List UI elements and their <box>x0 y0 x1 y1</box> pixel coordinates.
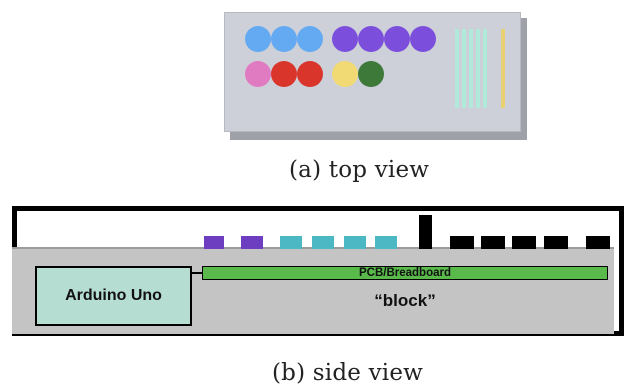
pink-button <box>245 61 271 87</box>
purple-button <box>332 26 358 52</box>
connector-wire <box>192 272 203 274</box>
green-button <box>358 61 384 87</box>
block-label: “block” <box>374 291 436 310</box>
block-area <box>204 280 606 324</box>
black-key <box>512 236 536 249</box>
purple-key <box>204 236 224 249</box>
yellow-strip <box>501 29 505 108</box>
arduino-uno-label: Arduino Uno <box>65 287 162 304</box>
cyan-key <box>312 236 334 249</box>
cyan-strip <box>469 29 473 108</box>
tall-black-key <box>419 215 432 249</box>
purple-key <box>241 236 263 249</box>
cyan-strip <box>462 29 466 108</box>
cyan-key <box>344 236 366 249</box>
purple-button <box>410 26 436 52</box>
side-view-caption: (b) side view <box>272 360 424 386</box>
cyan-strip <box>455 29 459 108</box>
cyan-key <box>375 236 397 249</box>
cyan-strip <box>483 29 487 108</box>
light-blue-button <box>245 26 271 52</box>
purple-button <box>358 26 384 52</box>
red-button <box>297 61 323 87</box>
pcb-breadboard-label: PCB/Breadboard <box>358 267 452 279</box>
black-key <box>450 236 474 249</box>
yellow-button <box>332 61 358 87</box>
black-key <box>586 236 610 249</box>
cyan-strip <box>476 29 480 108</box>
light-blue-button <box>297 26 323 52</box>
purple-button <box>384 26 410 52</box>
black-key <box>544 236 568 249</box>
red-button <box>271 61 297 87</box>
light-blue-button <box>271 26 297 52</box>
top-view-caption: (a) top view <box>289 157 430 183</box>
arduino-uno-box: Arduino Uno <box>35 266 192 326</box>
black-key <box>481 236 505 249</box>
cyan-key <box>280 236 302 249</box>
pcb-breadboard: PCB/Breadboard <box>202 266 608 280</box>
